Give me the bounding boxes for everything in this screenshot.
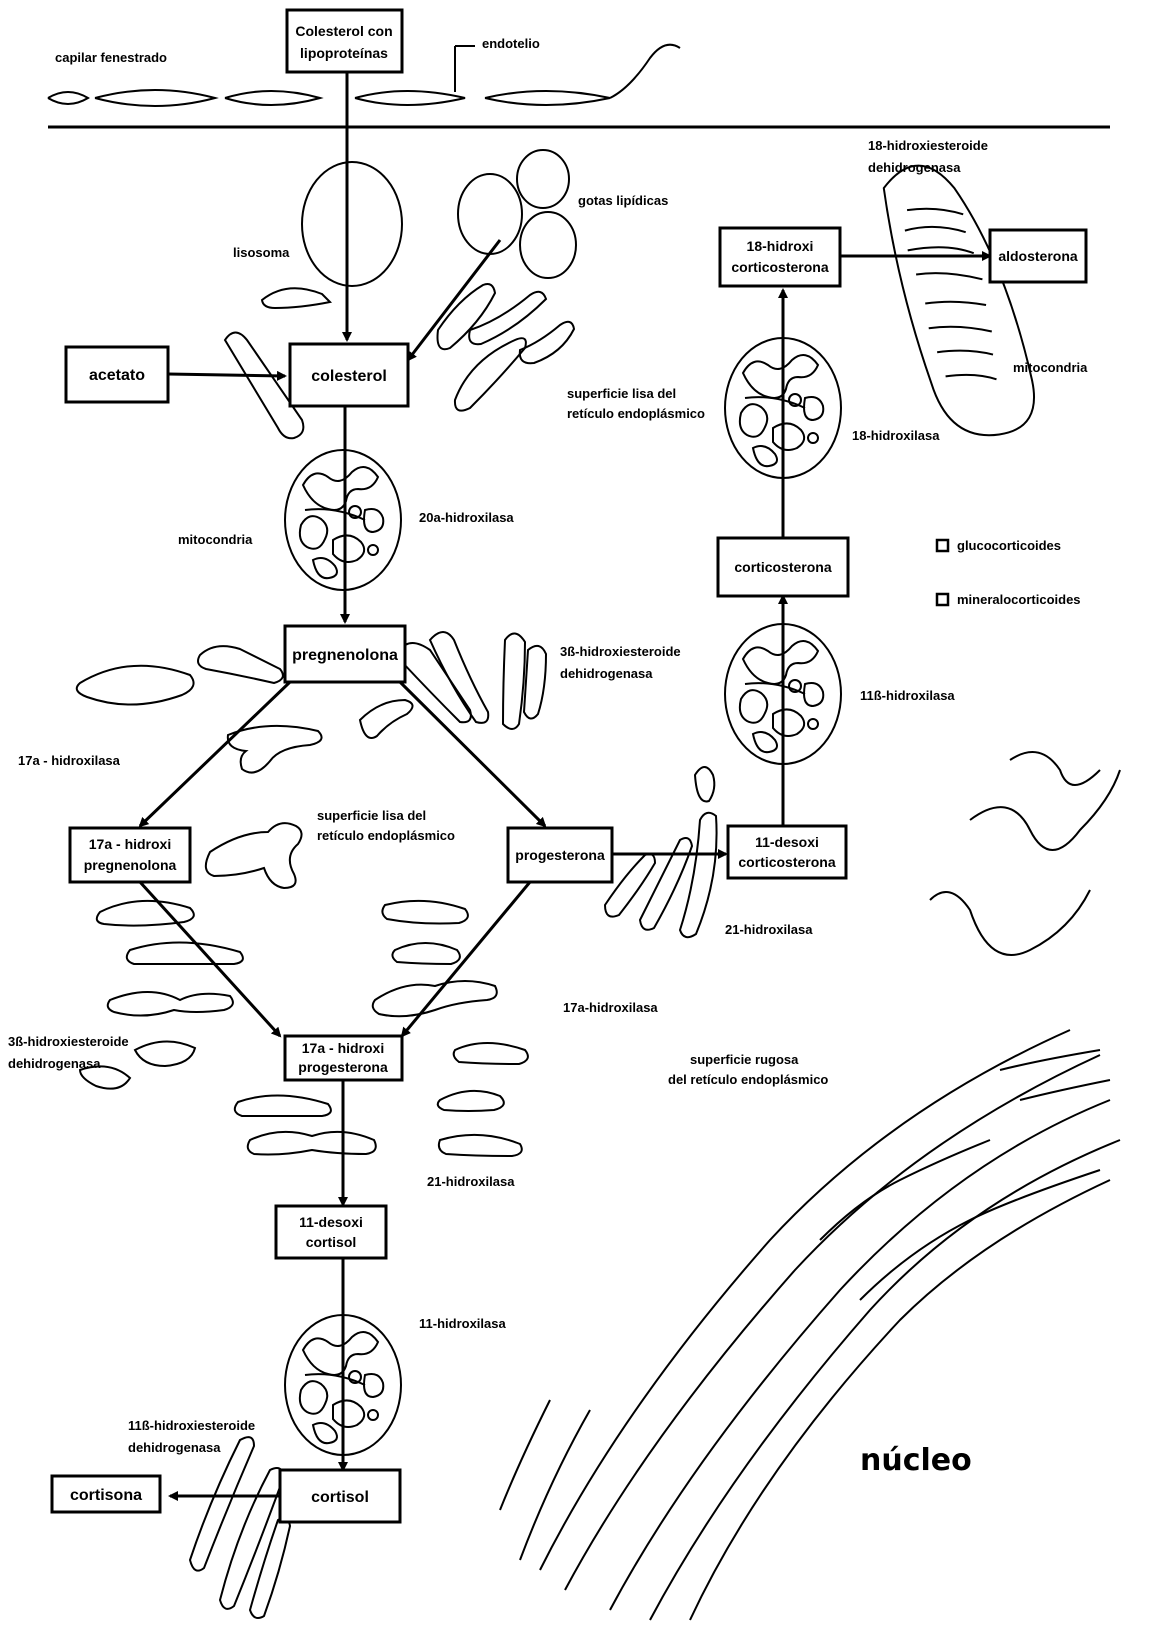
svg-text:18-hidroxi: 18-hidroxi bbox=[747, 238, 814, 254]
label-enz-11b-b: dehidrogenasa bbox=[128, 1440, 221, 1455]
annotations: capilar fenestrado endotelio lisosoma go… bbox=[8, 36, 1088, 1478]
svg-text:11-desoxi: 11-desoxi bbox=[299, 1214, 363, 1230]
box-18oh-corticosterone: 18-hidroxi corticosterona bbox=[720, 228, 840, 286]
label-mito-left: mitocondria bbox=[178, 532, 253, 547]
label-enz-20a: 20a-hidroxilasa bbox=[419, 510, 514, 525]
label-smooth-er-2b: retículo endoplásmico bbox=[317, 828, 455, 843]
svg-text:acetato: acetato bbox=[89, 367, 145, 384]
label-enz-18-dh-b: dehidrogenasa bbox=[868, 160, 961, 175]
svg-text:progesterona: progesterona bbox=[515, 847, 605, 863]
box-cholesterol-lipoproteins: Colesterol con lipoproteínas bbox=[287, 10, 402, 72]
label-enz-18-hydroxylase: 18-hidroxilasa bbox=[852, 428, 940, 443]
svg-text:cortisol: cortisol bbox=[311, 1489, 369, 1506]
svg-text:colesterol: colesterol bbox=[311, 368, 387, 385]
box-corticosterone: corticosterona bbox=[718, 538, 848, 596]
legend-mineralocorticoids: mineralocorticoides bbox=[957, 592, 1081, 607]
label-enz-3b-top-b: dehidrogenasa bbox=[560, 666, 653, 681]
label-capillary: capilar fenestrado bbox=[55, 50, 167, 65]
label-endothelium: endotelio bbox=[482, 36, 540, 51]
lysosome bbox=[302, 162, 402, 286]
label-enz-3b-left-b: dehidrogenasa bbox=[8, 1056, 101, 1071]
label-enz-11b-a: 11ß-hidroxiesteroide bbox=[128, 1418, 255, 1433]
box-11-deoxycorticosterone: 11-desoxi corticosterona bbox=[728, 826, 846, 878]
box-progesterone: progesterona bbox=[508, 828, 612, 882]
label-rough-er-a: superficie rugosa bbox=[690, 1052, 799, 1067]
legend-swatch-glucocorticoids bbox=[937, 540, 948, 551]
label-enz-11-low: 11-hidroxilasa bbox=[419, 1316, 506, 1331]
svg-text:pregnenolona: pregnenolona bbox=[84, 857, 177, 873]
svg-text:lipoproteínas: lipoproteínas bbox=[300, 45, 388, 61]
svg-text:Colesterol con: Colesterol con bbox=[295, 23, 392, 39]
legend: glucocorticoides mineralocorticoides bbox=[937, 538, 1081, 607]
smooth-er-bottom bbox=[190, 1437, 290, 1618]
box-cortisol: cortisol bbox=[280, 1470, 400, 1522]
label-mito-right: mitocondria bbox=[1013, 360, 1088, 375]
label-nucleus: núcleo bbox=[860, 1443, 972, 1478]
mitochondrion-right bbox=[881, 154, 1039, 446]
mitochondrion-left bbox=[285, 450, 401, 590]
svg-text:pregnenolona: pregnenolona bbox=[292, 647, 398, 664]
label-enz-17a-right: 17a-hidroxilasa bbox=[563, 1000, 658, 1015]
pathway-arrows bbox=[140, 72, 990, 1496]
label-enz-3b-top-a: 3ß-hidroxiesteroide bbox=[560, 644, 681, 659]
label-enz-21-right: 21-hidroxilasa bbox=[725, 922, 813, 937]
label-smooth-er-1a: superficie lisa del bbox=[567, 386, 676, 401]
svg-text:aldosterona: aldosterona bbox=[998, 248, 1078, 264]
label-enz-18-dh-a: 18-hidroxiesteroide bbox=[868, 138, 988, 153]
label-enz-17a-left: 17a - hidroxilasa bbox=[18, 753, 121, 768]
box-acetate: acetato bbox=[66, 347, 168, 402]
svg-text:progesterona: progesterona bbox=[298, 1059, 388, 1075]
box-aldosterone: aldosterona bbox=[990, 230, 1086, 282]
svg-text:corticosterona: corticosterona bbox=[734, 559, 831, 575]
svg-text:17a - hidroxi: 17a - hidroxi bbox=[89, 836, 171, 852]
svg-text:11-desoxi: 11-desoxi bbox=[755, 834, 819, 850]
legend-swatch-mineralocorticoids bbox=[937, 594, 948, 605]
box-11-deoxycortisol: 11-desoxi cortisol bbox=[276, 1206, 386, 1258]
label-lipid-drops: gotas lipídicas bbox=[578, 193, 668, 208]
svg-text:cortisol: cortisol bbox=[306, 1234, 357, 1250]
svg-text:cortisona: cortisona bbox=[70, 1487, 142, 1504]
label-enz-11b-right: 11ß-hidroxilasa bbox=[860, 688, 955, 703]
capillary-wall bbox=[48, 45, 1110, 127]
box-cholesterol: colesterol bbox=[290, 344, 408, 406]
label-smooth-er-1b: retículo endoplásmico bbox=[567, 406, 705, 421]
box-cortisone: cortisona bbox=[52, 1476, 160, 1512]
label-rough-er-b: del retículo endoplásmico bbox=[668, 1072, 828, 1087]
lipid-drops bbox=[458, 150, 576, 278]
label-lysosome: lisosoma bbox=[233, 245, 290, 260]
box-pregnenolone: pregnenolona bbox=[285, 626, 405, 682]
box-17oh-pregnenolone: 17a - hidroxi pregnenolona bbox=[70, 828, 190, 882]
svg-text:corticosterona: corticosterona bbox=[731, 259, 828, 275]
label-enz-21-low: 21-hidroxilasa bbox=[427, 1174, 515, 1189]
svg-text:17a - hidroxi: 17a - hidroxi bbox=[302, 1040, 384, 1056]
legend-glucocorticoids: glucocorticoides bbox=[957, 538, 1061, 553]
box-17oh-progesterone: 17a - hidroxi progesterona bbox=[285, 1036, 402, 1080]
label-smooth-er-2a: superficie lisa del bbox=[317, 808, 426, 823]
svg-text:corticosterona: corticosterona bbox=[738, 854, 835, 870]
label-enz-3b-left-a: 3ß-hidroxiesteroide bbox=[8, 1034, 129, 1049]
